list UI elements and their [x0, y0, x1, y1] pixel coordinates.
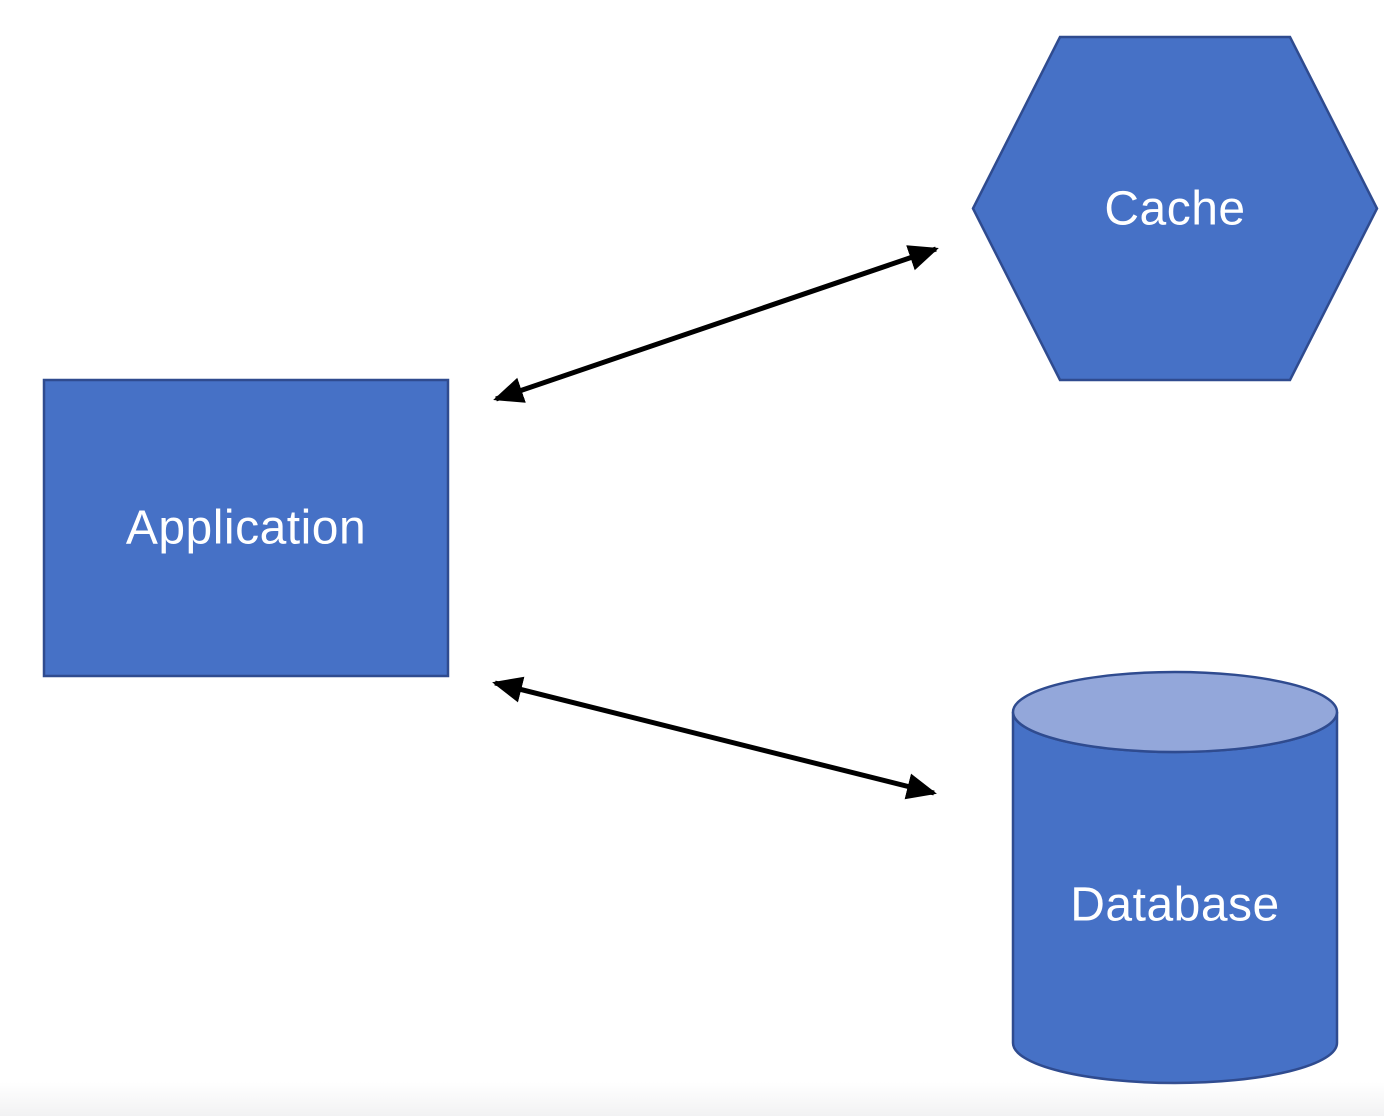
application-node: Application [42, 378, 450, 678]
cache-label: Cache [1104, 183, 1245, 236]
application-rectangle-shape [42, 378, 450, 678]
edge-application-cache-arrow [493, 245, 939, 403]
database-cylinder-top-shape [1011, 670, 1339, 754]
database-label: Database [1070, 879, 1279, 932]
cache-hexagon-shape [971, 35, 1379, 382]
cache-node: Cache [971, 35, 1379, 382]
edge-application-database-arrow [492, 676, 937, 800]
application-label: Application [126, 502, 366, 555]
database-node: Database [1011, 670, 1339, 1085]
